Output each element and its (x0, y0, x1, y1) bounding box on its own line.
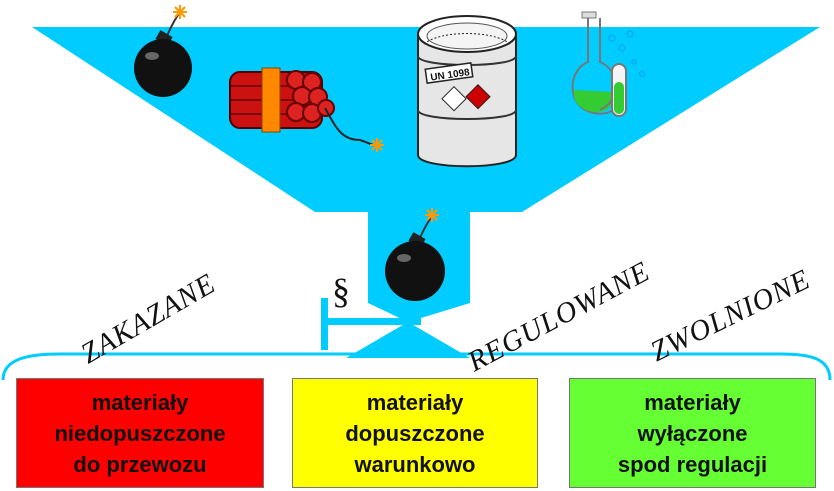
box-zwolnione-text: materiały wyłączone spod regulacji (617, 389, 768, 477)
drum-un-label: UN 1098 (430, 67, 471, 83)
category-brace (1, 337, 832, 381)
chemical-drum-icon: UN 1098 (417, 15, 517, 168)
box-regulowane: materiały dopuszczone warunkowo (292, 378, 538, 488)
box-regulowane-text: materiały dopuszczone warunkowo (345, 389, 485, 477)
barrier-arm (321, 318, 421, 325)
bomb-icon (385, 208, 445, 301)
dynamite-icon (229, 67, 384, 152)
bomb-icon (134, 5, 192, 97)
box-zwolnione: materiały wyłączone spod regulacji (569, 378, 816, 488)
laboratory-flask-icon (571, 11, 646, 117)
section-sign: § (332, 271, 350, 311)
box-zakazane: materiały niedopuszczone do przewozu (16, 378, 264, 488)
box-zakazane-text: materiały niedopuszczone do przewozu (54, 389, 226, 477)
